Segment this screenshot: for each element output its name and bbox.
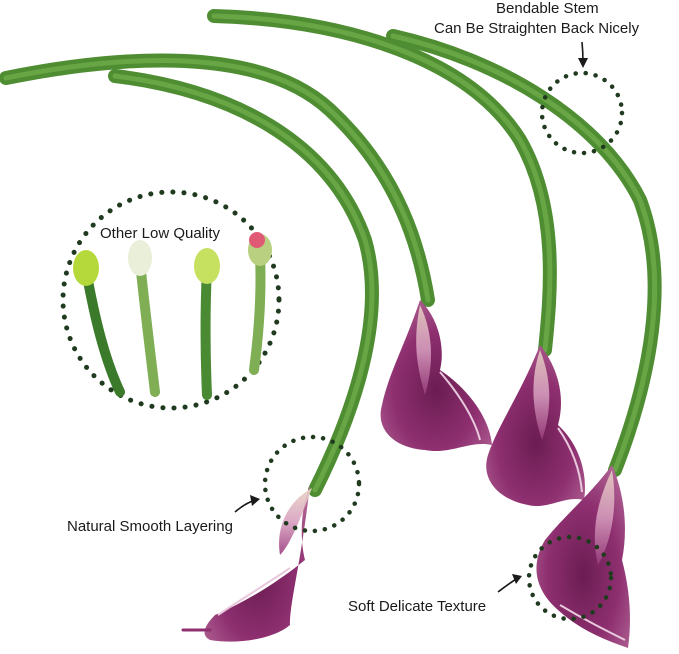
- calla-lily-flower-b: [486, 345, 585, 507]
- arrows: [234, 41, 588, 593]
- arrow-icon: [497, 574, 522, 593]
- bendable-stem-title: Bendable Stem: [496, 0, 599, 17]
- natural-smooth-layering-label: Natural Smooth Layering: [67, 518, 233, 535]
- dotted-circle-icon: [539, 70, 625, 156]
- arrow-icon: [234, 495, 260, 513]
- stems: [0, 9, 662, 497]
- calla-lily-flower-a: [380, 300, 492, 452]
- low-quality-label: Other Low Quality: [100, 225, 221, 242]
- dotted-circle-icon: [262, 434, 362, 534]
- calla-lily-flower-d: [536, 465, 630, 648]
- calla-lily-flower-c: [181, 485, 312, 642]
- bendable-stem-subtitle: Can Be Straighten Back Nicely: [434, 20, 640, 37]
- feature-highlights: [262, 70, 625, 622]
- flowers: [181, 300, 630, 648]
- arrow-icon: [578, 41, 588, 68]
- dotted-circle-icon: [526, 534, 614, 622]
- low-quality-inset: [60, 189, 282, 411]
- soft-delicate-texture-label: Soft Delicate Texture: [348, 598, 487, 615]
- dotted-circle-icon: [60, 189, 282, 411]
